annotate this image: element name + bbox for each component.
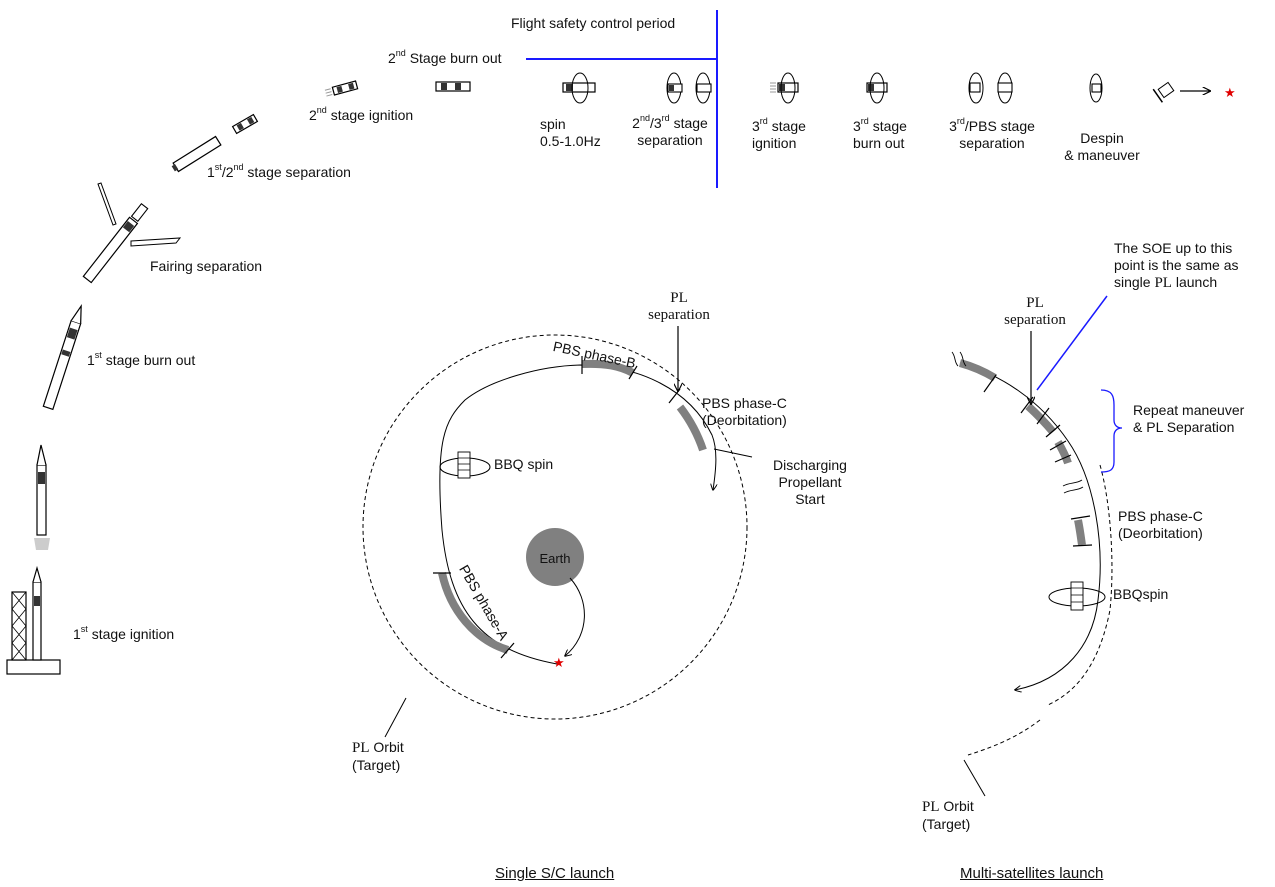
multi-launch-caption: Multi-satellites launch — [960, 865, 1104, 882]
single-phase-c-arc — [676, 404, 707, 452]
launch-pad-icon — [6, 565, 61, 675]
multi-break-symbol-mid — [1062, 479, 1084, 494]
rocket-stage3-burnout-icon — [866, 72, 888, 104]
single-bbq-spin-icon — [439, 451, 491, 479]
single-phase-b-arc — [581, 359, 635, 377]
target-star-icon-top: ★ — [1224, 85, 1236, 100]
satellite-maneuver-icon — [1152, 81, 1175, 103]
repeat-maneuver-brace — [1100, 389, 1123, 473]
flight-safety-label: Flight safety control period — [511, 15, 676, 31]
earth-label: Earth — [539, 551, 571, 566]
multi-maneuver-arc-1 — [1025, 403, 1057, 435]
rocket-stage2-icon — [231, 113, 259, 135]
single-bbq-spin-label: BBQ spin — [494, 456, 554, 472]
stage1-ignition-label: 1st stage ignition — [73, 624, 175, 642]
deorbit-impact-arrow — [565, 577, 585, 656]
multi-orbit-arc-lower — [967, 719, 1041, 756]
rocket-stage3-pbs-separation-icon — [968, 72, 1013, 104]
stage12-separation-label: 1st/2nd stage separation — [207, 162, 351, 180]
multi-phase-c-label: PBS phase-C(Deorbitation) — [1118, 508, 1203, 541]
discharging-leader-line — [713, 448, 753, 458]
multi-orbit-arc-upper — [1047, 464, 1113, 706]
single-pl-orbit-label: PL Orbit(Target) — [352, 739, 404, 773]
rocket-stage3-ignition-icon — [770, 72, 799, 104]
multi-phase-c-arc — [1074, 519, 1086, 546]
multi-orbit-leader-line — [963, 759, 986, 797]
single-orbit-leader-line — [384, 697, 407, 738]
single-phase-tick-marks — [433, 356, 681, 659]
fairing-half-upper-icon — [97, 182, 117, 226]
pbs-despin-icon — [1089, 73, 1103, 103]
rocket-fairing-separation-icon — [82, 202, 149, 284]
multi-bbq-spin-label: BBQspin — [1113, 586, 1169, 602]
single-trajectory-path — [439, 364, 716, 665]
multi-bbq-spin-icon — [1048, 581, 1106, 611]
multi-trajectory-path — [959, 362, 1101, 690]
rocket-liftoff-icon — [34, 444, 50, 550]
rocket-stage2-burnout-icon — [435, 81, 471, 92]
rocket-stage12-separation-icon — [171, 135, 222, 173]
rocket-spin-icon — [562, 72, 596, 104]
repeat-maneuver-label: Repeat maneuver& PL Separation — [1133, 402, 1245, 435]
despin-maneuver-label: Despin& maneuver — [1064, 130, 1140, 163]
rocket-stage2-ignition-icon — [324, 80, 359, 97]
earth-icon — [526, 528, 584, 586]
single-launch-caption: Single S/C launch — [495, 865, 615, 882]
single-phase-c-label: PBS phase-C(Deorbitation) — [702, 395, 787, 428]
single-pl-orbit-circle — [362, 334, 748, 720]
multi-maneuver-arc-2 — [1054, 440, 1072, 465]
multi-phase-b-arc — [958, 359, 998, 382]
rocket-stage23-separation-icon — [666, 72, 712, 104]
rocket-stage1-burnout-icon — [42, 304, 82, 411]
stage2-ignition-label: 2nd stage ignition — [309, 105, 414, 123]
impact-star-icon: ★ — [553, 655, 565, 670]
stage1-burnout-label: 1st stage burn out — [87, 350, 196, 368]
fairing-separation-label: Fairing separation — [150, 258, 263, 274]
single-phase-a-arc — [438, 572, 510, 654]
multi-soe-pointer-line — [1036, 295, 1108, 391]
multi-tick-marks — [983, 374, 1093, 547]
fairing-half-lower-icon — [130, 237, 182, 247]
stage2-burnout-label: 2nd Stage burn out — [388, 48, 502, 66]
multi-break-symbol-top — [951, 351, 967, 367]
multi-pl-orbit-label: PL Orbit(Target) — [922, 798, 974, 832]
